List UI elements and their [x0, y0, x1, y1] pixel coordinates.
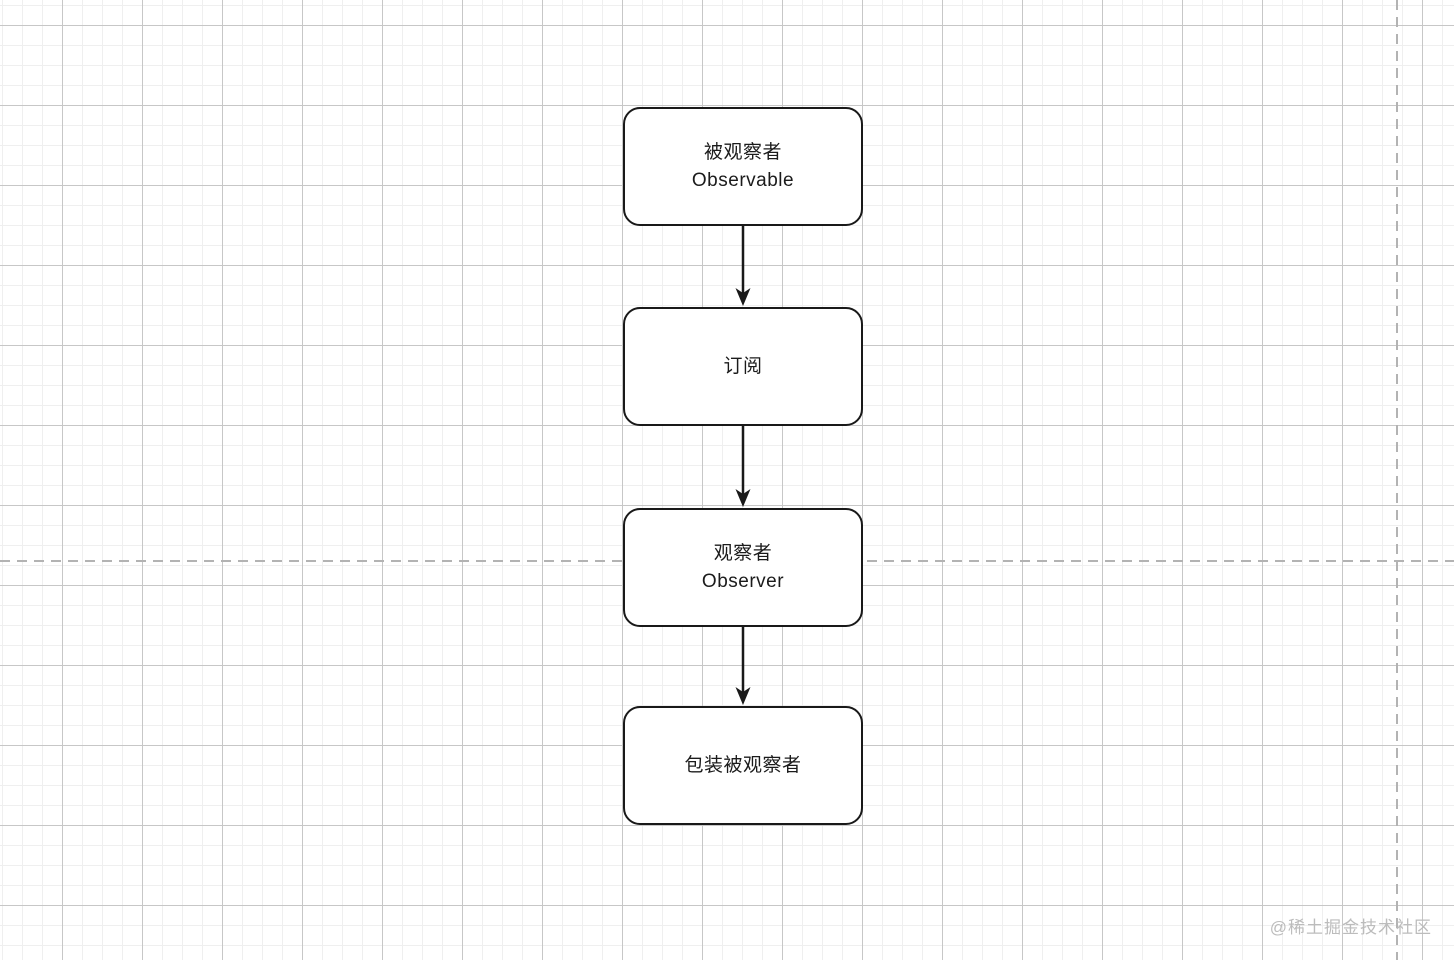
- node-observable: 被观察者 Observable: [623, 107, 863, 226]
- node-wrapped-observable: 包装被观察者: [623, 706, 863, 825]
- node-subscribe-line-1: 订阅: [723, 355, 763, 377]
- node-observer-label: 观察者 Observer: [702, 540, 784, 596]
- arrow-observable-to-subscribe: [735, 226, 751, 306]
- node-observable-line-1: 被观察者: [703, 141, 782, 163]
- node-observer: 观察者 Observer: [623, 508, 863, 627]
- node-observable-line-2: Observable: [691, 169, 795, 191]
- node-wrapped-observable-line-1: 包装被观察者: [684, 754, 802, 776]
- node-subscribe: 订阅: [623, 307, 863, 426]
- watermark: @稀土掘金技术社区: [1269, 918, 1432, 937]
- arrow-observer-to-wrapped-observable: [735, 626, 751, 705]
- node-observable-label: 被观察者 Observable: [692, 139, 794, 195]
- node-wrapped-observable-label: 包装被观察者: [684, 752, 801, 780]
- node-subscribe-label: 订阅: [723, 353, 762, 381]
- arrow-subscribe-to-observer: [735, 426, 751, 507]
- node-observer-line-2: Observer: [701, 570, 785, 592]
- node-observer-line-1: 观察者: [713, 542, 773, 564]
